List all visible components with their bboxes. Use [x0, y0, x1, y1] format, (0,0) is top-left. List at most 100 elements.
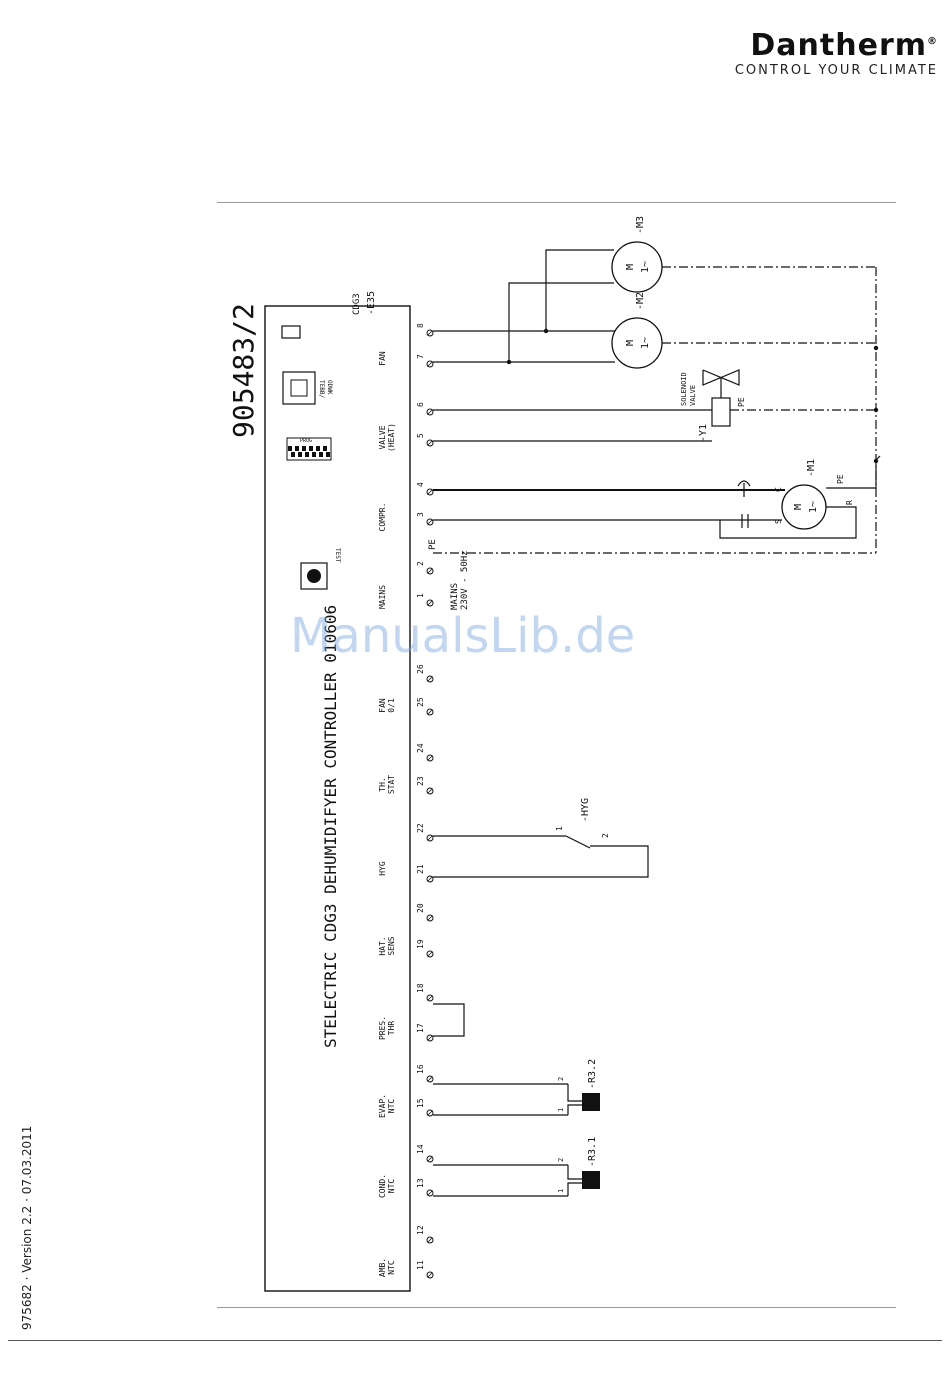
connector-label-1: TEBB/ — [318, 380, 325, 398]
m2-motor-letter: M — [625, 340, 636, 346]
sensor-ref: -R3.2 — [587, 1059, 598, 1089]
group-label: NTC — [387, 1099, 396, 1114]
terminal-screw — [426, 488, 434, 496]
page-rule — [8, 1340, 942, 1341]
sensor-pin2: 2 — [557, 1077, 565, 1081]
terminal-screw — [426, 708, 434, 716]
junction-dot — [873, 407, 879, 413]
test-button — [300, 562, 328, 590]
group-label: VALVE — [378, 425, 387, 449]
solenoid-pe: PE — [737, 397, 746, 407]
m3-motor-letter: M — [625, 264, 636, 270]
group-label: COND. — [378, 1174, 387, 1198]
compressor-pin-s: S — [774, 519, 783, 524]
group-label: MAINS — [378, 585, 387, 609]
terminal-screw — [426, 875, 434, 883]
m3-motor-ref: -M3 — [635, 216, 646, 234]
terminal-number: 12 — [416, 1225, 425, 1235]
group-label: TH. — [378, 777, 387, 791]
controller-title: STELECTRIC CDG3 DEHUMIDIFYER CONTROLLER … — [321, 605, 340, 1048]
wire-hyg-21 — [433, 845, 649, 878]
terminal-number: 23 — [416, 776, 425, 786]
group-label: NTC — [387, 1179, 396, 1194]
controller-ref-1: CDG3 — [352, 293, 362, 315]
sensor-ref: -R3.1 — [587, 1137, 598, 1167]
terminal-screw — [426, 1155, 434, 1163]
sensor-pin1: 1 — [557, 1189, 565, 1193]
terminal-slash — [427, 330, 433, 336]
terminal-screw — [426, 439, 434, 447]
brand-logo: Dantherm® CONTROL YOUR CLIMATE — [638, 26, 938, 79]
prog-pin — [288, 446, 292, 451]
terminal-screw — [426, 994, 434, 1002]
prog-pin — [312, 452, 316, 457]
terminal-number: 21 — [416, 864, 425, 874]
terminal-slash — [427, 676, 433, 682]
hygrostat-pin2: 2 — [601, 833, 610, 838]
test-label: TEST — [334, 548, 341, 563]
controller-indicator — [281, 325, 301, 339]
solenoid-name-1: SOLENOID — [680, 372, 688, 406]
terminal-screw — [426, 1109, 434, 1117]
terminal-number: 22 — [416, 823, 425, 833]
prog-label: PROG — [300, 438, 312, 444]
terminal-slash — [427, 361, 433, 367]
terminal-number: 15 — [416, 1098, 425, 1108]
wire-sensor-a-end — [567, 1084, 582, 1102]
pres-jumper — [433, 1003, 465, 1037]
m3-motor — [611, 241, 663, 293]
terminal-slash — [427, 755, 433, 761]
prog-pin — [316, 446, 320, 451]
compressor-pin-r: R — [845, 500, 854, 505]
controller-connector-inner — [290, 379, 308, 397]
terminal-slash — [427, 1110, 433, 1116]
group-label: HAT. — [378, 936, 387, 955]
terminal-number: 25 — [416, 697, 425, 707]
mains-voltage: 230V - 50Hz — [460, 550, 470, 610]
terminal-number: 14 — [416, 1144, 425, 1154]
terminal-slash — [427, 489, 433, 495]
group-label: EVAP. — [378, 1094, 387, 1118]
group-label: HYG — [378, 861, 387, 876]
prog-pin — [326, 452, 330, 457]
controller-connector — [282, 371, 316, 405]
m1-motor-ref: -M1 — [806, 459, 817, 477]
terminal-number: 20 — [416, 903, 425, 913]
terminal-screw — [426, 1189, 434, 1197]
terminal-number: 4 — [416, 482, 425, 487]
m1-motor — [781, 484, 827, 530]
terminal-number: 8 — [416, 323, 425, 328]
terminal-slash — [427, 568, 433, 574]
terminal-screw — [426, 1271, 434, 1279]
test-button-knob — [307, 569, 321, 583]
terminal-screw — [426, 914, 434, 922]
terminal-screw — [426, 787, 434, 795]
hyg-switch-blade — [565, 835, 591, 849]
prog-pin — [323, 446, 327, 451]
junction-dot — [543, 328, 549, 334]
m1-motor-phase: 1~ — [808, 501, 819, 513]
terminal-number: 3 — [416, 512, 425, 517]
prog-pin — [305, 452, 309, 457]
terminal-slash — [427, 1156, 433, 1162]
sensor-element — [582, 1093, 600, 1111]
terminal-screw — [426, 1034, 434, 1042]
prog-pin — [302, 446, 306, 451]
junction-dot — [506, 359, 512, 365]
group-label: FAN — [378, 698, 387, 713]
m2-motor — [611, 317, 663, 369]
wire-m3-a — [545, 249, 614, 331]
terminal-number: 17 — [416, 1023, 425, 1033]
prog-pin — [291, 452, 295, 457]
compressor-pin-c: C — [774, 487, 783, 492]
compressor-relay — [737, 480, 751, 487]
terminal-slash — [427, 788, 433, 794]
brand-tagline: CONTROL YOUR CLIMATE — [734, 63, 938, 78]
wire-sensor-b-end — [567, 1182, 582, 1196]
wire-compr-run — [719, 506, 857, 539]
terminal-slash — [427, 1237, 433, 1243]
terminal-number: 6 — [416, 402, 425, 407]
wire-sensor-a-end — [567, 1165, 582, 1180]
top-rule — [217, 202, 896, 203]
